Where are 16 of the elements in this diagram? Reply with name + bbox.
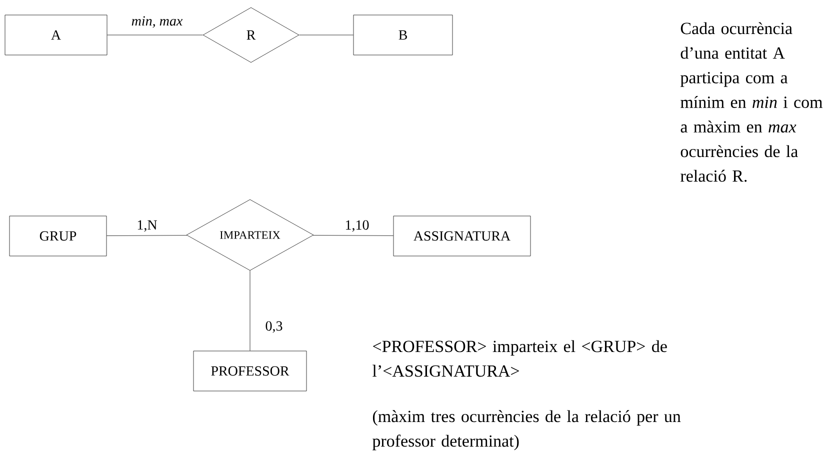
connector-line xyxy=(107,34,203,36)
entity-box: B xyxy=(353,14,453,56)
entity-box: A xyxy=(4,14,108,56)
connector-line xyxy=(312,235,394,236)
entity-box: PROFESSOR xyxy=(193,350,307,392)
cardinality-label: 0,3 xyxy=(264,320,284,334)
description-text: (màxim tres ocurrències de la relació per un professor determinat) xyxy=(372,410,681,450)
cardinality-label: 1,N xyxy=(136,219,158,233)
description-text: <PROFESSOR> imparteix el <GRUP> de l’<ASSIGNATURA> xyxy=(372,340,667,377)
connector-line xyxy=(299,34,354,36)
entity-box: GRUP xyxy=(9,216,107,256)
description-text: Cada ocurrència d’una entitat A participa com a mínim en min i com a màxim en max ocurrències de la relació R. xyxy=(680,22,823,182)
connector-line xyxy=(106,235,188,236)
cardinality-label: 1,10 xyxy=(344,219,370,233)
entity-box: ASSIGNATURA xyxy=(393,216,531,256)
cardinality-label: min, max xyxy=(130,15,184,29)
